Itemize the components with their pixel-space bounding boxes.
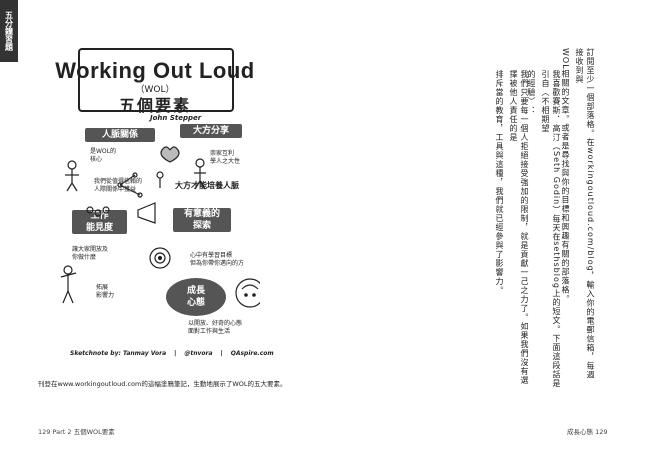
- sketch-doodles: [60, 146, 260, 308]
- page-footer-right: 成長心態 129: [567, 428, 608, 436]
- poster-credits: Sketchnote by: Tanmay Vora | @tnvora | Q…: [70, 350, 274, 357]
- poster-author: John Stepper: [150, 114, 202, 122]
- text-column-5: 我們只要每一個人拒絕接受強加的限制，就是貢獻一己之力了。如果我們沒有選擇被他人責…: [509, 70, 529, 385]
- banner-generosity: 大方分享: [180, 124, 242, 138]
- banner-relationships: 人脈關係: [85, 128, 155, 142]
- text-column-1: 訂閱至少一個部落格。在workingoutloud.com/blog，輸入你的電…: [575, 48, 595, 380]
- note-vis-show: 讓大家開放及 你做什麼: [72, 246, 109, 261]
- credit-handle: @tnvora: [184, 350, 213, 357]
- credit-site: QAspire.com: [230, 350, 274, 357]
- title-frame: [78, 48, 234, 112]
- poster-title: Working Out Loud: [55, 58, 255, 83]
- text-column-6: 排斥當的教育，工具與這種，我們就已經參與了影響力。: [495, 70, 504, 295]
- note-rel-core: 是WOL的 核心: [90, 148, 116, 163]
- note-rel-people: 我們從值得信賴的 人際關係中獲益: [94, 178, 143, 193]
- note-gen-big: 大方才能培養人脈: [175, 181, 239, 190]
- banner-growth: 成長 心態: [166, 278, 226, 316]
- text-column-2: WOL相關的文章。或者是尋找與你的目標和興趣有關的部落格。: [561, 48, 570, 304]
- page-footer-left: 129 Part 2 五個WOL要素: [38, 428, 115, 436]
- note-gen-reciprocity: 崇家互利 學人之大性: [210, 150, 241, 165]
- text-column-4: 的經驗〉：: [527, 70, 536, 115]
- credit-sketch: Sketchnote by: Tanmay Vora: [70, 350, 167, 357]
- banner-purposeful: 有意義的 探索: [173, 208, 231, 232]
- note-vis-influence: 拓展 影響力: [96, 284, 115, 299]
- exercise-tag: 五分鐘習題: [0, 0, 18, 62]
- text-column-3: 我喜歡賽斯．高汀（Seth Godin）每天在sethsblog上的短文。下面這…: [541, 70, 561, 388]
- poster-subtitle: （WOL）: [135, 85, 175, 95]
- figure-caption: 刊登在www.workingoutloud.com的這幅塗鴉筆記，生動地展示了W…: [38, 380, 287, 388]
- note-growth-open: 以開放、好奇的心態 面對工作與生活: [188, 320, 243, 335]
- note-pur-goal: 心中有學習目標 但為你帶你邁向的方: [190, 252, 245, 267]
